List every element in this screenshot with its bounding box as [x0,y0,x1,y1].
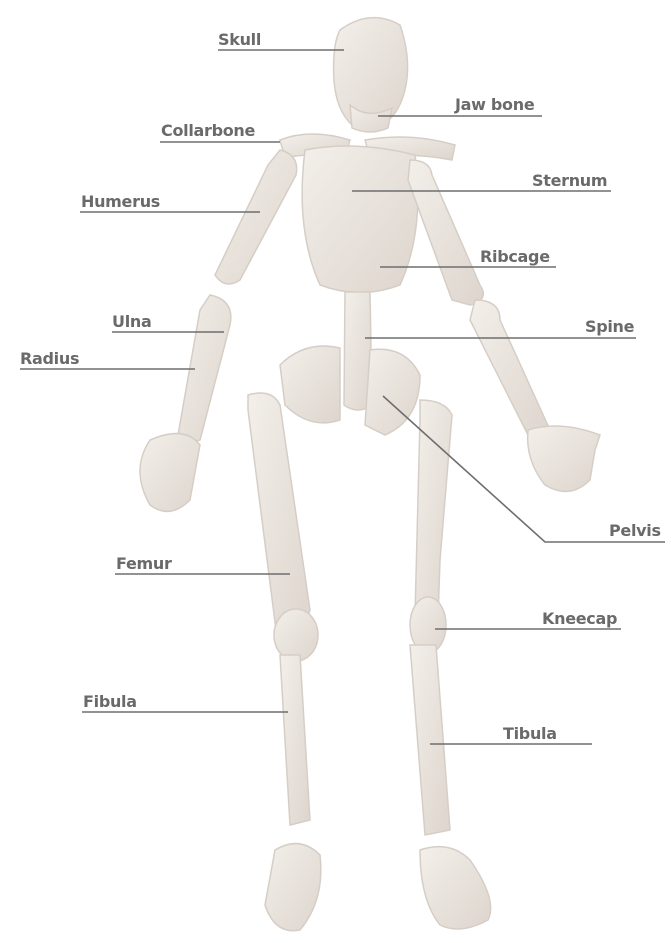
label-spine: Spine [585,318,634,336]
label-skull: Skull [218,31,261,49]
label-tibula: Tibula [503,725,557,743]
label-radius: Radius [20,350,79,368]
label-humerus: Humerus [81,193,160,211]
label-ulna: Ulna [112,313,151,331]
label-ribcage: Ribcage [480,248,550,266]
label-fibula: Fibula [83,693,137,711]
label-kneecap: Kneecap [542,610,617,628]
label-pelvis: Pelvis [609,522,661,540]
label-collarbone: Collarbone [161,122,255,140]
label-femur: Femur [116,555,172,573]
label-sternum: Sternum [532,172,607,190]
label-jaw-bone: Jaw bone [455,96,534,114]
